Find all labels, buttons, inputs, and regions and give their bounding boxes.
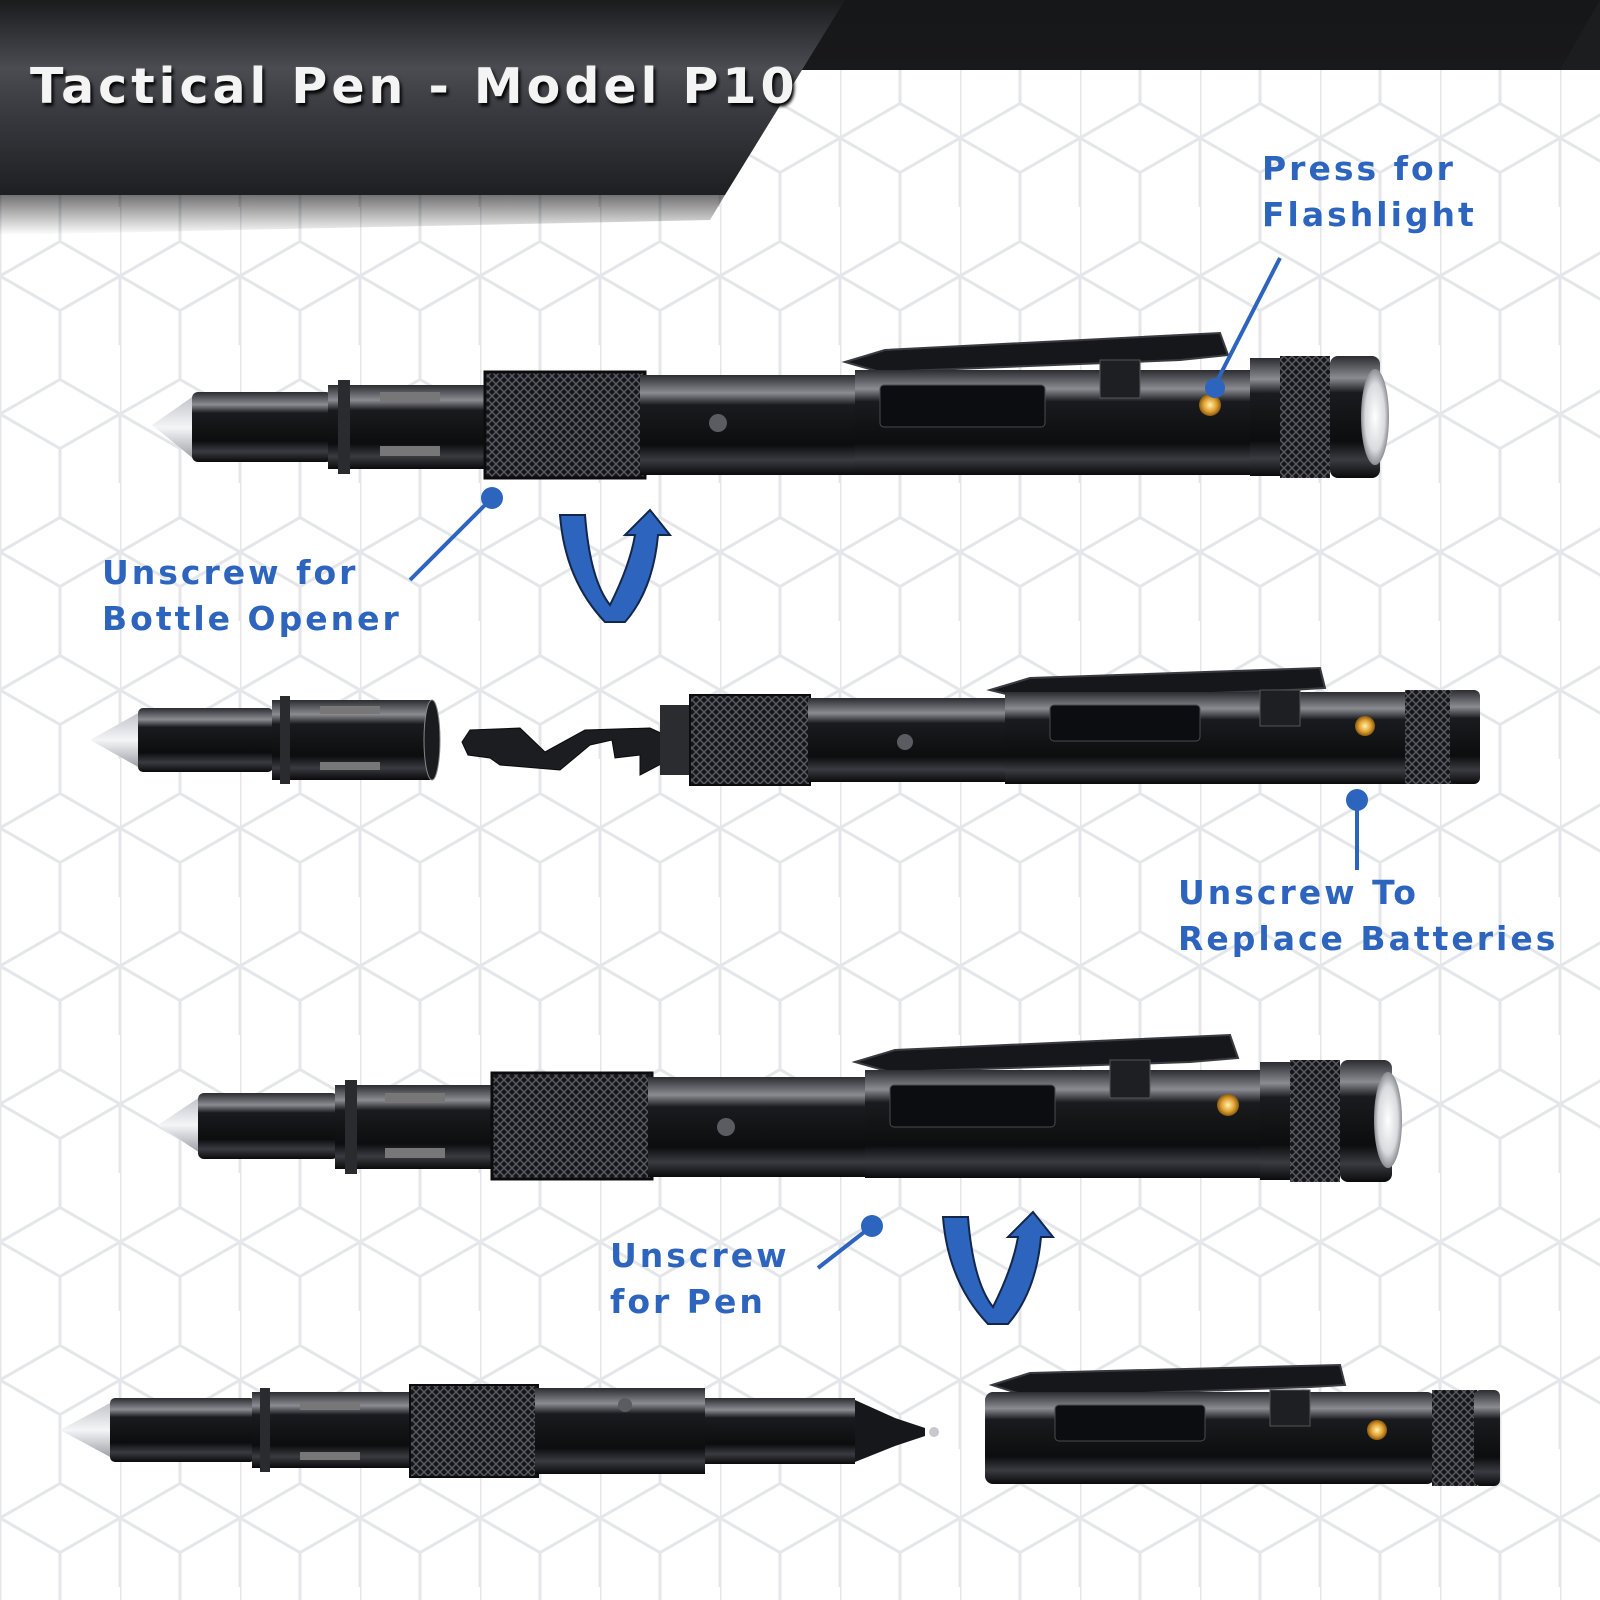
bottle-opener-callout: Unscrew for Bottle Opener: [102, 550, 402, 642]
bottle-opener-callout-line1: Unscrew for: [102, 553, 359, 592]
flashlight-callout-line1: Press for: [1262, 149, 1456, 188]
batteries-callout: Unscrew To Replace Batteries: [1178, 870, 1558, 962]
pen-callout-line2: for Pen: [610, 1282, 766, 1321]
batteries-callout-line1: Unscrew To: [1178, 873, 1419, 912]
pen-callout: Unscrew for Pen: [610, 1233, 790, 1325]
bottle-opener-callout-line2: Bottle Opener: [102, 599, 402, 638]
page-title: Tactical Pen - Model P10: [30, 58, 799, 115]
flashlight-callout-line2: Flashlight: [1262, 195, 1477, 234]
pen-callout-line1: Unscrew: [610, 1236, 790, 1275]
batteries-callout-line2: Replace Batteries: [1178, 919, 1559, 958]
flashlight-callout: Press for Flashlight: [1262, 146, 1477, 238]
